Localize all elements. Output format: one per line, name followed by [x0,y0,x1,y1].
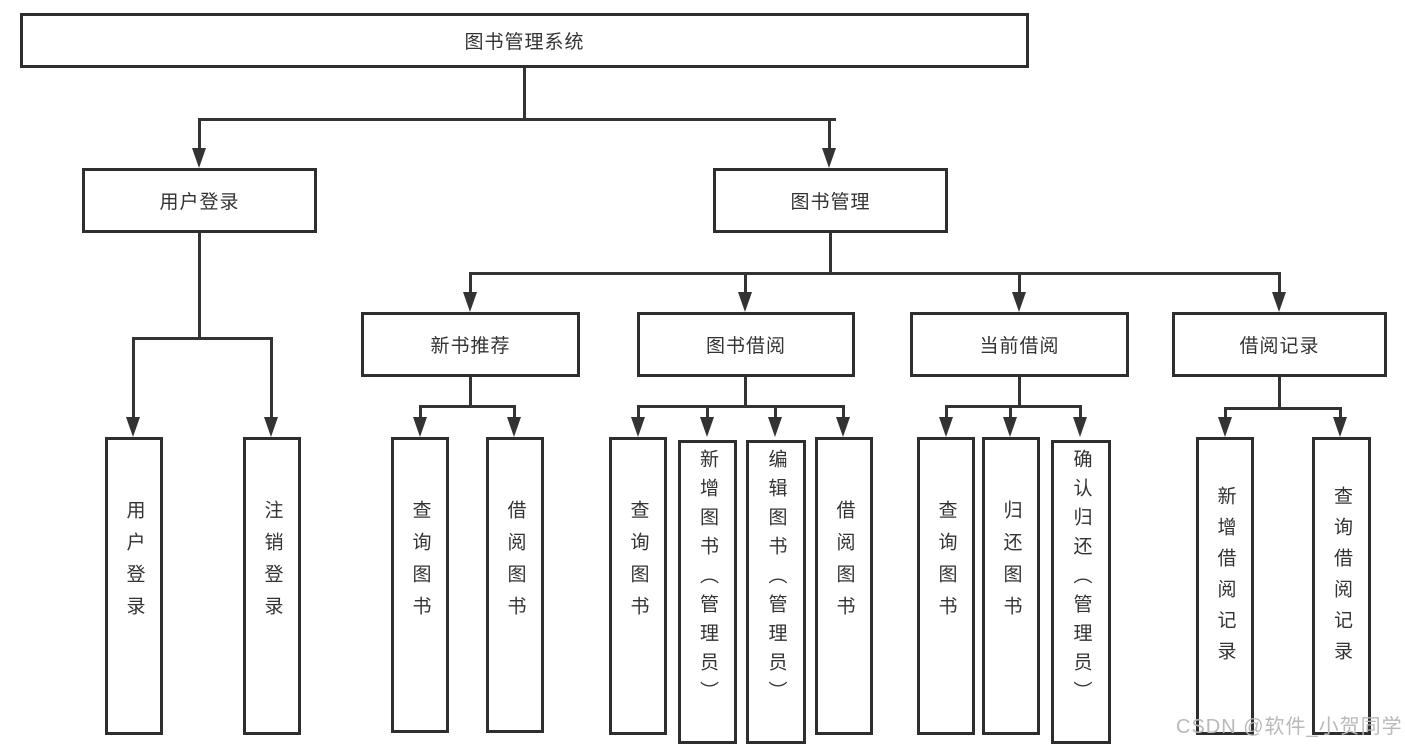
leaf-query-book-2: 查询图书 [609,437,667,735]
connector-userlogin-drop-1 [132,337,135,419]
leaf-logout: 注销登录 [243,437,301,735]
arrow-down-icon [1218,417,1232,437]
leaf-query-book-1-label: 查询图书 [409,500,431,628]
connector-bookmgmt-drop-1 [469,272,472,294]
leaf-query-borrow-record: 查询借阅记录 [1312,437,1371,735]
node-borrowing-records: 借阅记录 [1172,312,1387,377]
leaf-confirm-return-admin-label: 确认归还（管理员） [1070,449,1092,710]
arrow-down-icon [264,417,278,437]
leaf-query-book-3-label: 查询图书 [935,500,957,628]
leaf-query-book-3: 查询图书 [917,437,975,735]
connector-bookborrow-drop-4 [842,405,845,419]
connector-newbook-drop-1 [419,405,422,419]
leaf-add-book-admin-label: 新增图书（管理员） [697,449,718,710]
connector-bookborrow-branch [637,405,844,408]
arrow-down-icon [1272,292,1286,312]
connector-newbook-drop-2 [513,405,516,419]
connector-root-drop-left [198,118,201,150]
connector-bookborrow-drop-3 [774,405,777,419]
connector-bookmgmt-drop-4 [1278,272,1281,294]
node-book-borrowing: 图书借阅 [637,312,855,377]
node-library-system: 图书管理系统 [20,13,1029,68]
connector-userlogin-stem [198,233,201,337]
leaf-confirm-return-admin: 确认归还（管理员） [1051,440,1111,744]
arrow-down-icon [631,417,645,437]
leaf-logout-label: 注销登录 [261,500,283,628]
connector-bookborrow-stem [744,377,747,405]
node-book-management: 图书管理 [713,168,948,233]
connector-bookmgmt-drop-3 [1018,272,1021,294]
node-current-borrowing-label: 当前借阅 [979,336,1060,357]
arrow-down-icon [822,148,836,168]
arrow-down-icon [700,417,714,437]
csdn-watermark: CSDN @软件_小贺同学 [1176,716,1403,738]
arrow-down-icon [1073,417,1087,437]
node-new-book-recommend: 新书推荐 [361,312,580,377]
connector-root-branch [198,118,836,121]
connector-bookmgmt-drop-2 [744,272,747,294]
connector-currentborrow-drop-3 [1079,405,1082,419]
connector-currentborrow-drop-1 [945,405,948,419]
leaf-return-book-label: 归还图书 [1000,500,1022,628]
arrow-down-icon [1333,417,1347,437]
connector-currentborrow-drop-2 [1009,405,1012,419]
arrow-down-icon [507,417,521,437]
connector-root-drop-right [828,118,831,150]
connector-bookmgmt-stem [829,233,832,272]
node-borrowing-records-label: 借阅记录 [1239,336,1320,357]
connector-userlogin-branch [132,337,273,340]
connector-userlogin-drop-2 [270,337,273,419]
connector-bookmgmt-branch [469,272,1281,275]
connector-records-branch [1224,407,1342,410]
leaf-return-book: 归还图书 [982,437,1040,735]
leaf-borrow-book-2: 借阅图书 [815,437,873,735]
arrow-down-icon [1003,417,1017,437]
node-user-login: 用户登录 [82,168,317,233]
leaf-query-book-1: 查询图书 [391,437,449,733]
arrow-down-icon [939,417,953,437]
leaf-edit-book-admin: 编辑图书（管理员） [746,440,806,744]
leaf-edit-book-admin-label: 编辑图书（管理员） [765,449,787,710]
arrow-down-icon [836,417,850,437]
node-book-management-label: 图书管理 [790,192,871,213]
connector-records-drop-2 [1339,407,1342,419]
arrow-down-icon [768,417,782,437]
leaf-add-book-admin: 新增图书（管理员） [678,440,737,744]
connector-bookborrow-drop-2 [706,405,709,419]
leaf-user-login: 用户登录 [105,437,163,735]
arrow-down-icon [126,417,140,437]
connector-currentborrow-branch [945,405,1082,408]
connector-bookborrow-drop-1 [637,405,640,419]
node-user-login-label: 用户登录 [159,192,240,213]
node-new-book-recommend-label: 新书推荐 [430,336,511,357]
leaf-query-book-2-label: 查询图书 [627,500,649,628]
arrow-down-icon [1012,292,1026,312]
leaf-query-borrow-record-label: 查询借阅记录 [1331,486,1352,672]
leaf-borrow-book-1-label: 借阅图书 [504,500,526,628]
node-library-system-label: 图书管理系统 [464,32,585,53]
connector-newbook-stem [469,377,472,405]
connector-records-stem [1278,377,1281,407]
arrow-down-icon [413,417,427,437]
connector-newbook-branch [419,405,516,408]
connector-root-stem [523,68,526,118]
leaf-user-login-label: 用户登录 [123,500,145,628]
connector-records-drop-1 [1224,407,1227,419]
arrow-down-icon [192,148,206,168]
node-current-borrowing: 当前借阅 [910,312,1129,377]
leaf-add-borrow-record-label: 新增借阅记录 [1214,486,1236,672]
leaf-borrow-book-1: 借阅图书 [486,437,544,733]
leaf-borrow-book-2-label: 借阅图书 [833,500,855,628]
connector-currentborrow-stem [1018,377,1021,405]
arrow-down-icon [738,292,752,312]
arrow-down-icon [463,292,477,312]
leaf-add-borrow-record: 新增借阅记录 [1196,437,1254,735]
node-book-borrowing-label: 图书借阅 [705,336,786,357]
